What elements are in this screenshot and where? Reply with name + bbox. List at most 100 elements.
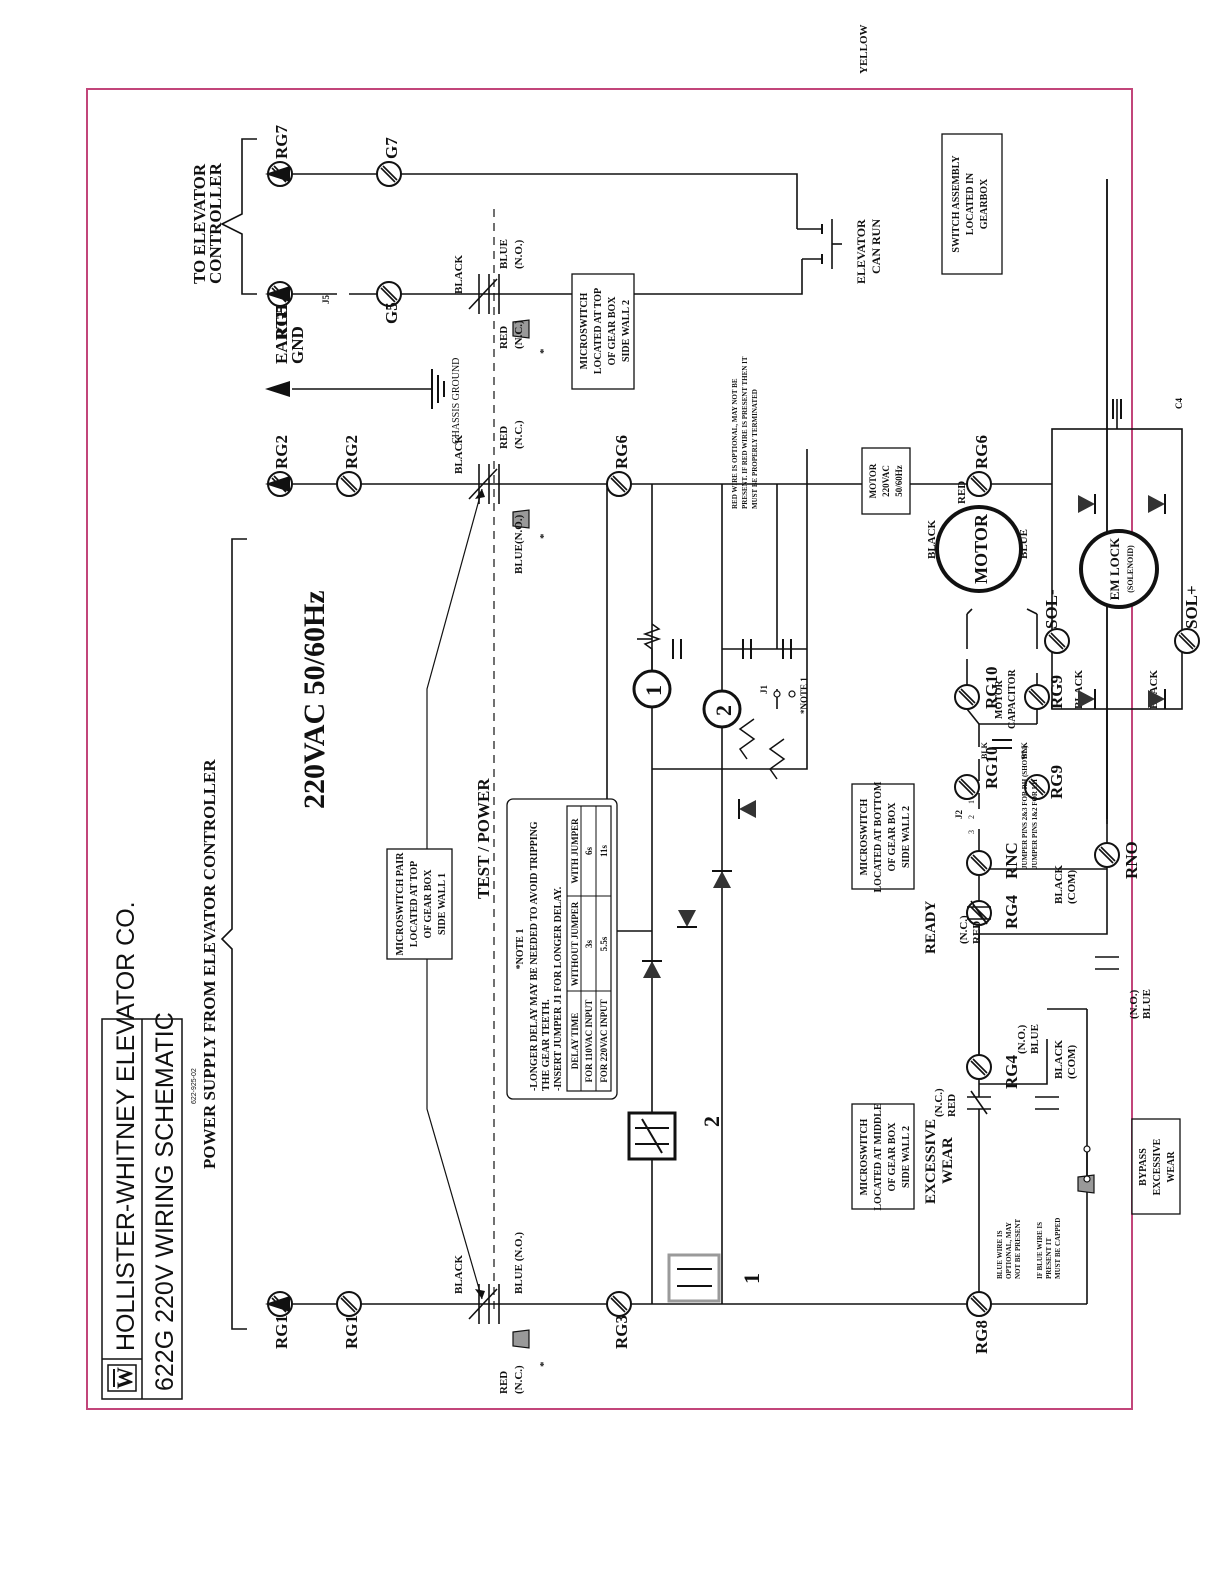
note-1-line: -LONGER DELAY MAY BE NEEDED TO AVOID TRI…	[529, 821, 540, 1091]
diode	[676, 909, 698, 928]
timer-1: 1	[632, 623, 682, 709]
callout-line: SIDE WALL 2	[901, 806, 912, 868]
callout-line: OF GEAR BOX	[607, 296, 618, 366]
wire-nc-3: (N.C.)	[513, 320, 525, 349]
label-sol-plus: SOL+	[1182, 585, 1201, 629]
microswitch-side-wall-1	[468, 464, 500, 1324]
wire-black-3: BLACK	[453, 254, 465, 294]
label-gnd: GND	[288, 326, 307, 364]
callout-microswitch-pair: MICROSWITCH PAIR LOCATED AT TOP OF GEAR …	[386, 488, 485, 1300]
delay-table-cell: 5.5s	[599, 936, 609, 951]
wire-no-4: (N.O.)	[1016, 1024, 1028, 1054]
wire-star-2: *	[538, 533, 550, 539]
label-rno: RNO	[1122, 841, 1141, 879]
note-1-tag: *NOTE 1	[799, 677, 809, 714]
callout-line: GEARBOX	[979, 178, 990, 229]
note-line: OPTIONAL, MAY	[1005, 1222, 1013, 1279]
delay-table-header: WITH JUMPER	[570, 818, 580, 884]
label-rg1-top: RG1	[272, 1315, 291, 1349]
label-sol-minus: SOL-	[1042, 589, 1061, 629]
wire-nc-1: (N.C.)	[513, 1365, 525, 1394]
chassis-ground-label: CHASSIS GROUND	[451, 358, 462, 444]
supply-arrows	[265, 166, 290, 1312]
callout-line: OF GEAR BOX	[887, 1122, 898, 1192]
wire-black-5: BLACK	[1053, 864, 1065, 904]
label-earth: EARTH	[272, 304, 291, 364]
em-lock-label: EM LOCK	[1107, 537, 1122, 600]
wire-nc-4: (N.C.)	[933, 1088, 945, 1117]
callout-line: LOCATED AT BOTTOM	[873, 781, 884, 893]
elevator-can-run-switch: ELEVATOR CAN RUN	[797, 219, 883, 284]
terminal-labels: RG1 RG1 RG3 RG8 RG2 RG2 RG6 RG6 EARTH GN…	[272, 125, 1201, 1355]
label-rg2: RG2	[342, 435, 361, 469]
motor-capacitor-label: MOTOR	[994, 680, 1005, 719]
wire-com-5: (COM)	[1066, 869, 1078, 904]
motor-spec-line: 50/60Hz	[894, 465, 904, 497]
relay-number: 2	[699, 1116, 724, 1127]
delay-table-header: WITHOUT JUMPER	[570, 901, 580, 986]
note-1-line: THE GEAR TEETH.	[541, 999, 552, 1091]
diode	[711, 870, 733, 889]
label-g5: G5	[382, 302, 401, 324]
callout-line: WEAR	[1166, 1151, 1177, 1183]
terminal-rg2	[336, 471, 362, 497]
terminal-g7	[376, 161, 402, 187]
wire-cap-plug	[512, 1329, 530, 1349]
title-block: W HOLLISTER-WHITNEY ELEVATOR CO. 622G 22…	[101, 901, 198, 1400]
microswitch-top-wall-2	[468, 274, 500, 314]
note-1-line: -INSERT JUMPER J1 FOR LONGER DELAY.	[553, 886, 564, 1091]
timer-2: 2 J1 *NOTE 1	[702, 638, 809, 780]
jumper-j1: J1	[759, 685, 769, 695]
callout-line: SIDE WALL 2	[901, 1126, 912, 1188]
company-logo: W	[107, 1364, 137, 1392]
label-rg7: RG7	[272, 125, 291, 160]
callout-line: SIDE WALL 2	[621, 300, 632, 362]
schematic-title: 622G 220V WIRING SCHEMATIC	[151, 1012, 179, 1391]
wire-star-1: *	[538, 1361, 550, 1367]
label-rg6: RG6	[612, 435, 631, 469]
wire-nc-5: (N.C.)	[958, 915, 970, 944]
jumper-label: J2	[954, 810, 964, 820]
delay-table-cell: FOR 110VAC INPUT	[584, 1000, 594, 1083]
excessive-wear-label-1: EXCESSIVE	[923, 1119, 939, 1204]
callout-line: BYPASS	[1138, 1148, 1149, 1186]
relay-number: 1	[739, 1273, 764, 1284]
delay-table: DELAY TIME WITHOUT JUMPER WITH JUMPER FO…	[566, 805, 612, 1092]
wire-blk-a: BLK	[980, 741, 989, 759]
label-g7: G7	[382, 137, 401, 159]
jumper-j2: J2 3 2 1 JUMPER PINS 2&3 FOR RH (SHOWN) …	[954, 745, 1039, 869]
terminal-rg6-lower	[966, 471, 992, 497]
wire-com-4: (COM)	[1066, 1044, 1078, 1079]
wiring	[292, 173, 1183, 1305]
terminal-rg3	[606, 1291, 632, 1317]
chassis-ground-symbol: CHASSIS GROUND	[347, 358, 462, 444]
note-line: PRESENT. IF RED WIRE IS PRESENT THEN IT	[741, 356, 749, 509]
callout-line: LOCATED AT TOP	[409, 861, 420, 947]
callout-line: LOCATED AT MIDDLE	[873, 1103, 884, 1211]
callout-line: MICROSWITCH PAIR	[395, 852, 406, 956]
switch-assembly-box: SWITCH ASSEMBLY LOCATED IN GEARBOX	[941, 133, 1003, 275]
note-line: JUMPER PINS 2&3 FOR RH (SHOWN)	[1021, 745, 1029, 869]
power-supply-bracket	[220, 538, 247, 1330]
document-number: 622-925-02	[191, 1068, 198, 1104]
company-name: HOLLISTER-WHITNEY ELEVATOR CO.	[112, 901, 140, 1351]
terminal-rg1	[336, 1291, 362, 1317]
wire-nc-2: (N.C.)	[513, 420, 525, 449]
label-rg4-b: RG4	[1002, 895, 1021, 930]
wire-red-4: RED	[946, 1094, 958, 1117]
terminal-rno	[1094, 842, 1120, 868]
callout-line: EXCESSIVE	[1152, 1138, 1163, 1195]
diode	[641, 960, 663, 979]
wire-black-1: BLACK	[453, 1254, 465, 1294]
wire-red-3: RED	[498, 326, 510, 349]
motor: MOTOR MOTOR 220VAC 50/60Hz MOTOR CAPACIT…	[861, 447, 1023, 749]
wire-black-4: BLACK	[1053, 1039, 1065, 1079]
wire-red-5: RED	[971, 921, 983, 944]
callout-microswitch-bottom-wall-2: MICROSWITCH LOCATED AT BOTTOM OF GEAR BO…	[851, 781, 915, 893]
em-lock-solenoid: EM LOCK (SOLENOID) C4	[1077, 398, 1184, 710]
solenoid-label: (SOLENOID)	[1126, 545, 1135, 593]
jumper-j5: J5	[321, 295, 331, 305]
excessive-wear-label-2: WEAR	[940, 1137, 956, 1184]
